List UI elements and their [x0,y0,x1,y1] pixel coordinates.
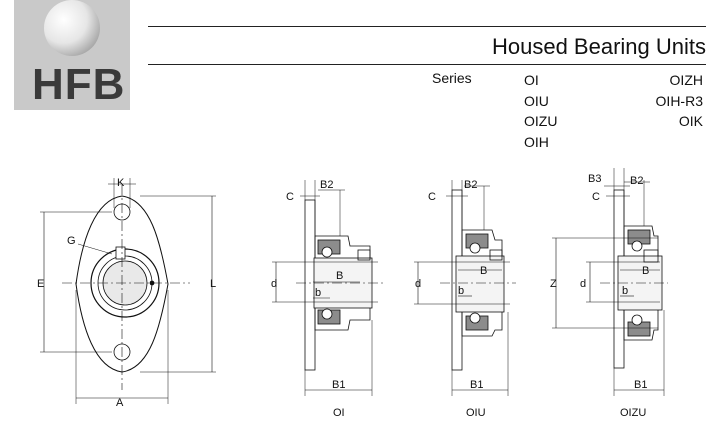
front-view-drawing [40,178,216,404]
brand-logo: HFB [14,0,130,110]
dim-label-b1: B1 [332,379,345,391]
dim-label-d: d [415,278,421,290]
series-item: OIZU [524,113,558,129]
series-item: OIH [524,133,549,150]
dim-label-b3: B3 [588,173,601,185]
dim-label-b: B [480,265,487,277]
header-rule-top [148,26,706,27]
logo-sphere-icon [44,0,100,56]
section-oi-drawing [272,180,384,396]
dim-label-b-small: b [622,285,628,297]
section-caption-oi: OI [333,407,345,419]
dim-label-b2: B2 [464,179,477,191]
series-item: OI [524,72,539,88]
section-caption-oiu: OIU [466,407,486,419]
section-caption-oizu: OIZU [620,407,646,419]
series-list-left: OI OIU OIZU OIH [524,70,557,152]
series-item: OIU [524,92,549,109]
section-oizu-drawing [552,168,668,396]
dim-label-b: B [642,265,649,277]
section-oiu-drawing [414,180,516,396]
dim-label-c: C [592,191,600,203]
series-item: OIZH [669,72,703,88]
logo-text: HFB [32,60,126,109]
dim-label-k: K [117,177,125,189]
dim-label-b-small: b [315,287,321,299]
dim-label-e: E [37,278,44,290]
series-label: Series [432,70,472,86]
dim-label-a: A [116,397,124,409]
dim-label-b: B [336,270,343,282]
dim-label-g: G [67,235,76,247]
dim-label-c: C [286,191,294,203]
series-item: OIK [678,113,703,129]
dim-label-b2: B2 [320,179,333,191]
header-rule-bottom [148,64,706,65]
dim-label-z: Z [550,278,557,290]
series-item: OIH-R3 [655,92,703,109]
dim-label-b1: B1 [634,379,647,391]
dim-label-b-small: b [458,285,464,297]
page-title: Housed Bearing Units [491,34,706,59]
dim-label-d: d [580,278,586,290]
dim-label-c: C [428,191,436,203]
dim-label-b1: B1 [470,379,483,391]
series-list-right: OIZH OIH-R3 OIK [656,70,703,132]
dim-label-b2: B2 [630,175,643,187]
dim-label-d: d [271,278,277,290]
dim-label-l: L [210,278,216,290]
